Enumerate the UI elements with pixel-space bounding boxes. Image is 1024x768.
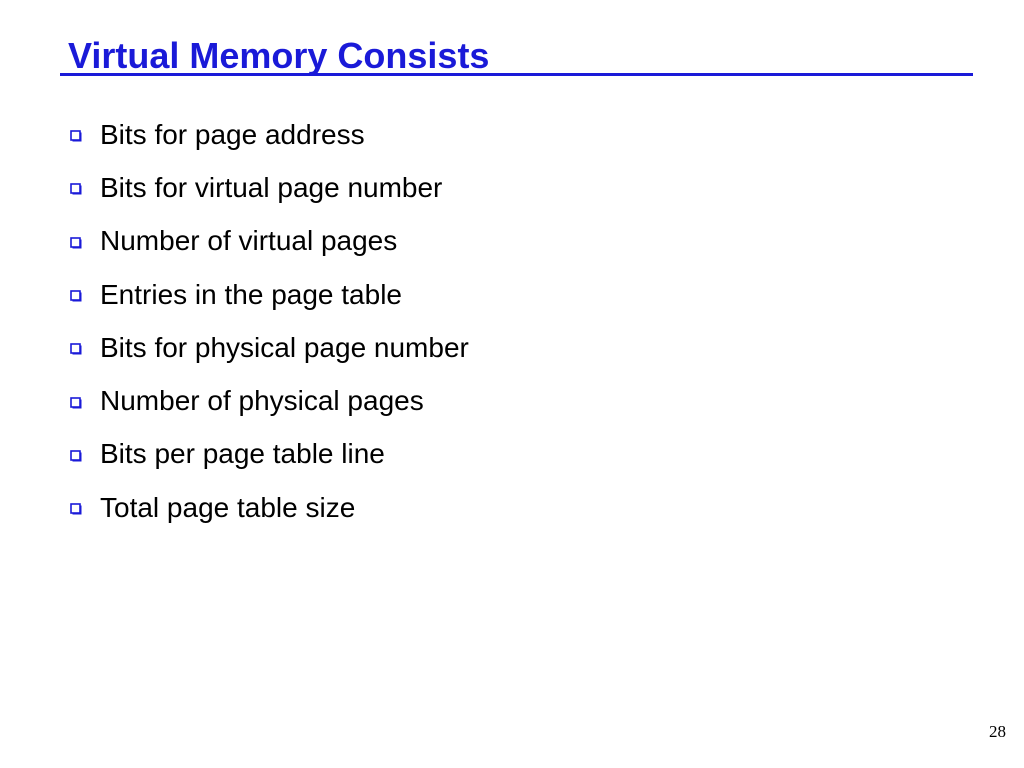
hollow-square-bullet-icon <box>70 125 83 144</box>
title-underline <box>60 73 973 76</box>
hollow-square-bullet-icon <box>70 178 83 197</box>
bullet-item: Total page table size <box>70 481 469 534</box>
slide-title: Virtual Memory Consists <box>68 35 490 76</box>
bullet-item: Entries in the page table <box>70 268 469 321</box>
bullet-text: Bits for physical page number <box>100 331 469 363</box>
bullet-text: Number of physical pages <box>100 385 424 417</box>
page-number: 28 <box>989 722 1006 741</box>
bullet-text: Entries in the page table <box>100 278 402 310</box>
hollow-square-bullet-icon <box>70 285 83 304</box>
bullet-item: Number of virtual pages <box>70 215 469 268</box>
bullet-text: Total page table size <box>100 491 356 523</box>
bullet-item: Number of physical pages <box>70 374 469 427</box>
bullet-item: Bits for virtual page number <box>70 161 469 214</box>
bullet-text: Bits per page table line <box>100 438 385 470</box>
bullet-text: Number of virtual pages <box>100 225 398 257</box>
hollow-square-bullet-icon <box>70 445 83 464</box>
bullet-item: Bits for page address <box>70 108 469 161</box>
bullet-text: Bits for page address <box>100 118 365 150</box>
hollow-square-bullet-icon <box>70 498 83 517</box>
bullet-text: Bits for virtual page number <box>100 171 443 203</box>
bullet-list: Bits for page address Bits for virtual p… <box>70 108 469 534</box>
bullet-item: Bits per page table line <box>70 428 469 481</box>
hollow-square-bullet-icon <box>70 338 83 357</box>
hollow-square-bullet-icon <box>70 392 83 411</box>
bullet-item: Bits for physical page number <box>70 321 469 374</box>
hollow-square-bullet-icon <box>70 232 83 251</box>
